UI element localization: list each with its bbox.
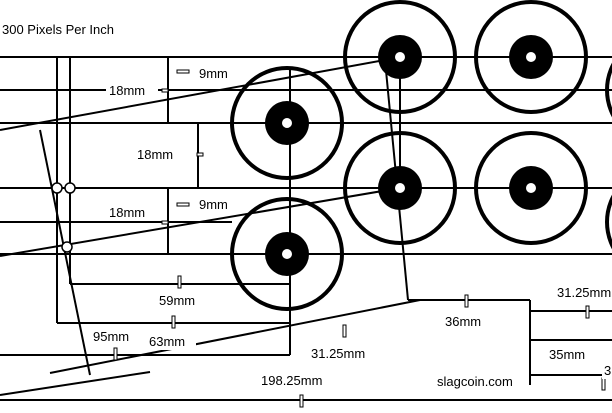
dimension-label-18mm-c: 18mm: [109, 205, 145, 220]
tick-59mm: [177, 275, 182, 289]
tick-95mm: [113, 347, 118, 361]
button-circle-icon: [230, 66, 344, 180]
button-circle-icon: [605, 194, 612, 250]
tick-63mm: [171, 315, 176, 329]
dimension-label-9mm-a: 9mm: [199, 66, 228, 81]
hinge-joint-icon: [51, 182, 63, 194]
angled-line-left: [39, 129, 91, 376]
tick-18mm-b: [196, 152, 204, 157]
dimension-label-partial: 3: [604, 363, 611, 378]
credit-label: slagcoin.com: [437, 374, 513, 389]
tick-18mm-a: [161, 88, 169, 93]
button-circle-icon: [343, 131, 457, 245]
dimension-label-63mm: 63mm: [149, 334, 185, 349]
tick-18mm-c: [161, 220, 169, 225]
dimension-label-59mm: 59mm: [159, 293, 195, 308]
dimension-label-9mm-b: 9mm: [199, 197, 228, 212]
tick-9mm-b: [176, 202, 190, 207]
joints: [51, 182, 76, 253]
hinge-joint-icon: [61, 241, 73, 253]
dimension-label-31-25mm-b: 31.25mm: [557, 285, 611, 300]
angled-line-top: [0, 59, 386, 131]
buttons: [230, 0, 612, 311]
label-backgrounds: [0, 20, 612, 390]
tick-partial: [601, 377, 606, 391]
dimension-label-35mm: 35mm: [549, 347, 585, 362]
tick-9mm-a: [176, 69, 190, 74]
dimension-label-18mm-a: 18mm: [109, 83, 145, 98]
tick-198mm: [299, 394, 304, 408]
tick-31mm-a: [342, 324, 347, 338]
button-circle-icon: [343, 0, 457, 114]
resolution-label: 300 Pixels Per Inch: [2, 22, 114, 37]
dimension-label-198-25mm: 198.25mm: [261, 373, 322, 388]
dimension-label-31-25mm-a: 31.25mm: [311, 346, 365, 361]
tick-36mm: [464, 294, 469, 308]
hinge-joint-icon: [64, 182, 76, 194]
button-circle-icon: [230, 197, 344, 311]
dimension-label-95mm: 95mm: [93, 329, 129, 344]
button-circle-icon: [474, 131, 588, 245]
button-circle-icon: [605, 62, 612, 118]
button-circle-icon: [474, 0, 588, 114]
tick-31mm-b: [585, 305, 590, 319]
guide-lines: [0, 56, 612, 401]
angled-line-lower: [49, 299, 421, 374]
angled-line-bottom: [0, 371, 151, 396]
dimension-label-36mm: 36mm: [445, 314, 481, 329]
dimension-label-18mm-b: 18mm: [137, 147, 173, 162]
